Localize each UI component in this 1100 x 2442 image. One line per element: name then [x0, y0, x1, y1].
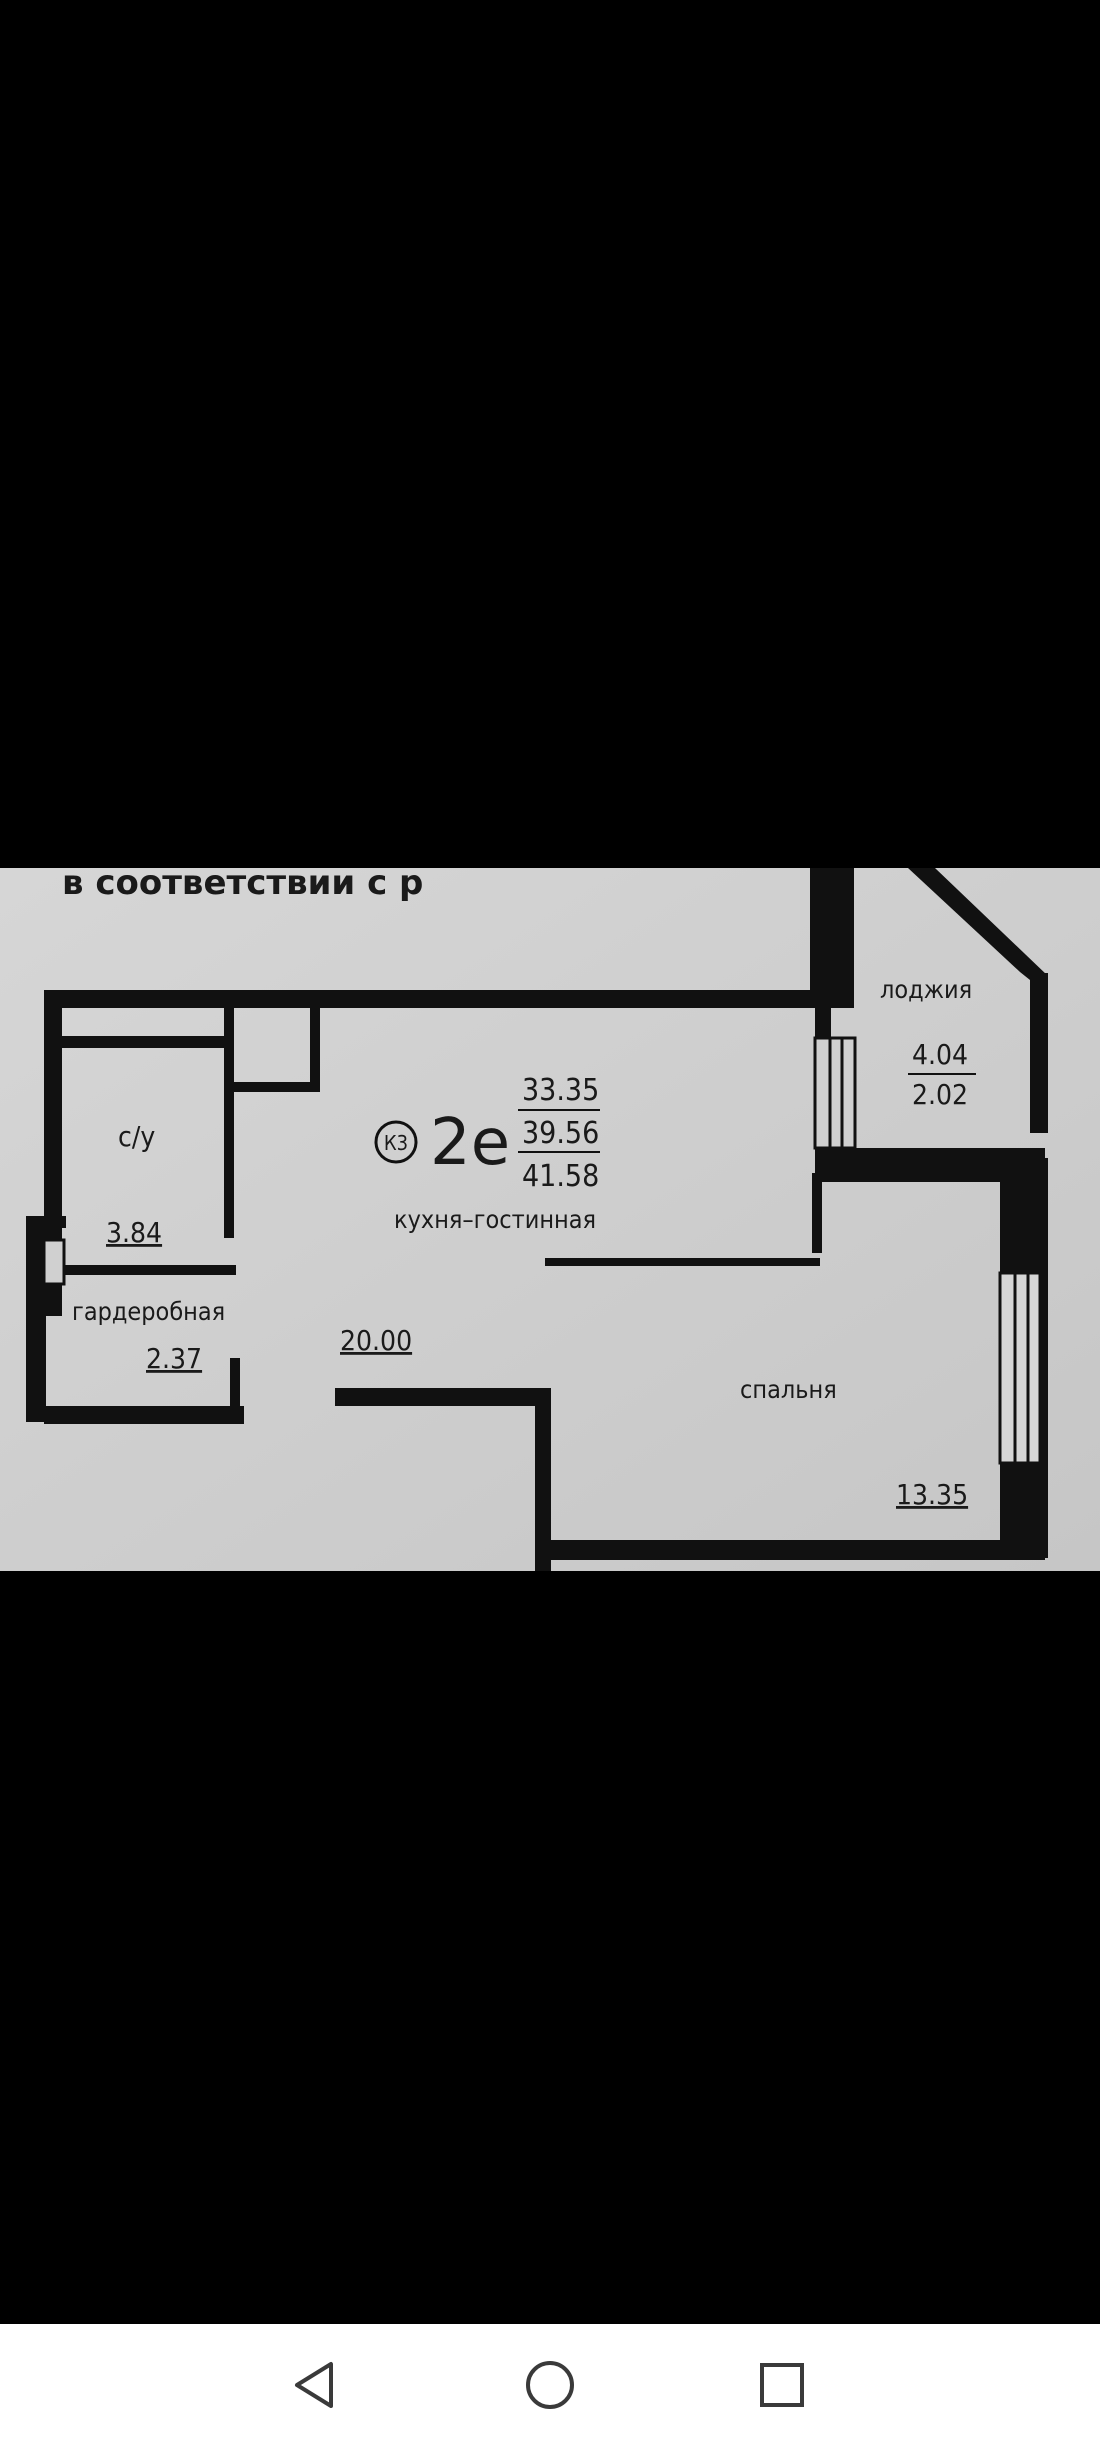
area-total: 39.56: [522, 1116, 599, 1151]
room-bedroom-area: 13.35: [896, 1478, 968, 1511]
room-labels: с/у 3.84 гардеробная 2.37 кухня–гостинна…: [72, 975, 976, 1511]
home-button[interactable]: [523, 2358, 577, 2412]
area-full: 41.58: [522, 1159, 599, 1194]
circle-home-icon: [526, 2361, 574, 2409]
back-button[interactable]: [287, 2358, 341, 2412]
system-navigation-bar: [0, 2324, 1100, 2442]
room-loggia-area-1: 4.04: [912, 1038, 968, 1071]
room-wc-label: с/у: [118, 1120, 155, 1153]
room-kitchen-label: кухня–гостинная: [394, 1205, 596, 1234]
image-viewer: в соответствии с р: [0, 868, 1100, 1571]
recents-button[interactable]: [755, 2358, 809, 2412]
apartment-label: К3 2е 33.35 39.56 41.58: [374, 1073, 600, 1194]
room-kitchen-area: 20.00: [340, 1324, 412, 1357]
room-wardrobe-label: гардеробная: [72, 1297, 225, 1326]
square-recents-icon: [760, 2363, 804, 2407]
apartment-type: 2е: [430, 1106, 510, 1180]
triangle-back-icon: [295, 2362, 333, 2408]
room-wc-area: 3.84: [106, 1216, 162, 1249]
apartment-code-circle: [374, 1120, 418, 1164]
door-frames: [42, 1036, 1042, 1465]
floor-plan-photo: в соответствии с р: [0, 868, 1100, 1571]
room-wardrobe-area: 2.37: [146, 1342, 202, 1375]
area-living: 33.35: [522, 1073, 599, 1108]
room-loggia-area-2: 2.02: [912, 1078, 968, 1111]
apartment-code: К3: [384, 1131, 408, 1155]
floor-plan-drawing: в соответствии с р: [0, 868, 1100, 1571]
room-bedroom-label: спальня: [740, 1375, 837, 1404]
room-loggia-label: лоджия: [880, 975, 972, 1004]
header-text: в соответствии с р: [62, 868, 423, 903]
